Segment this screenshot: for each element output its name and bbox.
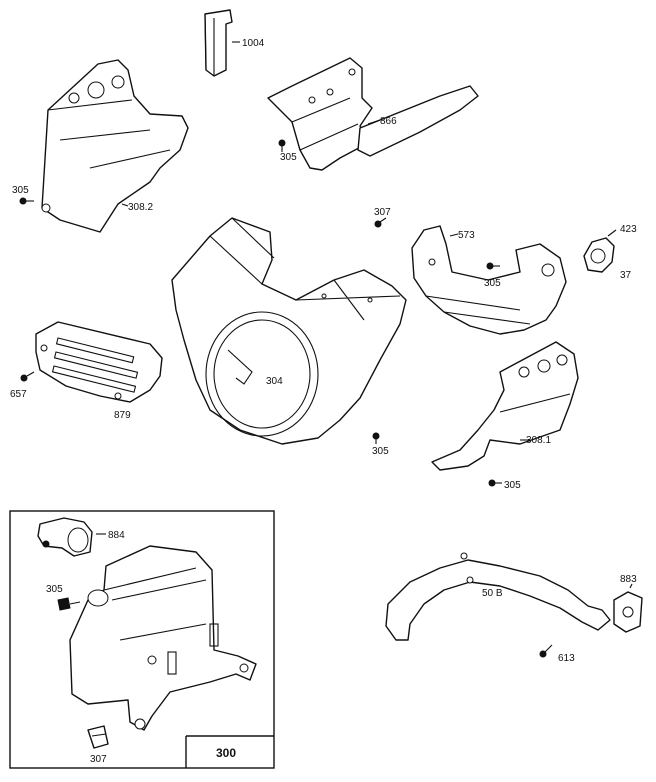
label-423: 423 — [620, 224, 637, 235]
part-879-grille — [35, 321, 163, 403]
screw-305-f — [57, 597, 81, 611]
label-308-1: 308.1 — [526, 435, 551, 446]
part-866 — [267, 57, 479, 171]
part-883-gasket — [613, 583, 643, 633]
part-50b-tube — [385, 552, 611, 641]
part-308-1 — [431, 341, 579, 471]
screw-305-c — [486, 262, 500, 270]
label-613: 613 — [558, 653, 575, 664]
part-573 — [411, 225, 567, 335]
screw-657 — [20, 371, 35, 382]
part-308-2 — [41, 59, 189, 233]
label-866: 866 — [380, 116, 397, 127]
label-1004: 1004 — [242, 38, 265, 49]
label-304: 304 — [266, 376, 283, 387]
label-573: 573 — [458, 230, 475, 241]
label-305-e: 305 — [504, 480, 521, 491]
label-307-a: 307 — [374, 207, 391, 218]
screw-305-e — [488, 479, 502, 487]
part-1004 — [204, 9, 240, 77]
part-304-blower-housing — [171, 217, 407, 445]
label-307-b: 307 — [90, 754, 107, 765]
part-884-clamp — [37, 517, 106, 557]
label-884: 884 — [108, 530, 125, 541]
screw-613 — [539, 644, 553, 658]
label-305-d: 305 — [372, 446, 389, 457]
label-305-c: 305 — [484, 278, 501, 289]
screw-305-a — [278, 139, 286, 152]
label-305-a: 305 — [280, 152, 297, 163]
label-879: 879 — [114, 410, 131, 421]
label-305-b: 305 — [12, 185, 29, 196]
label-37: 37 — [620, 270, 632, 281]
part-423-gasket — [583, 229, 617, 273]
screw-305-d — [372, 432, 380, 444]
label-305-f: 305 — [46, 584, 63, 595]
part-muffler — [69, 545, 257, 731]
kit-300-box — [9, 510, 275, 769]
screw-307-b — [87, 725, 109, 749]
screw-305-b — [19, 197, 34, 205]
label-308-2: 308.2 — [128, 202, 153, 213]
screw-307-a — [374, 217, 387, 228]
label-50b: 50 B — [482, 588, 503, 599]
label-883: 883 — [620, 574, 637, 585]
label-657: 657 — [10, 389, 27, 400]
label-300: 300 — [216, 746, 236, 760]
